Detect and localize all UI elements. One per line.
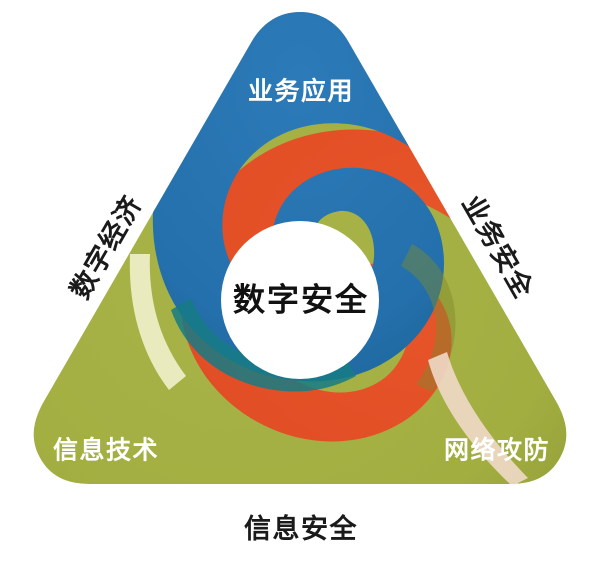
green-red-rim — [428, 352, 528, 484]
green-blue-rim — [129, 254, 186, 390]
segment-label-business-application: 业务应用 — [248, 77, 354, 106]
center-disc — [221, 221, 379, 379]
segment-label-information-technology: 信息技术 — [53, 436, 159, 465]
segment-label-network-attack-defense: 网络攻防 — [444, 436, 550, 465]
edge-label-information-security: 信息安全 — [244, 513, 358, 544]
center-label: 数字安全 — [233, 281, 369, 317]
